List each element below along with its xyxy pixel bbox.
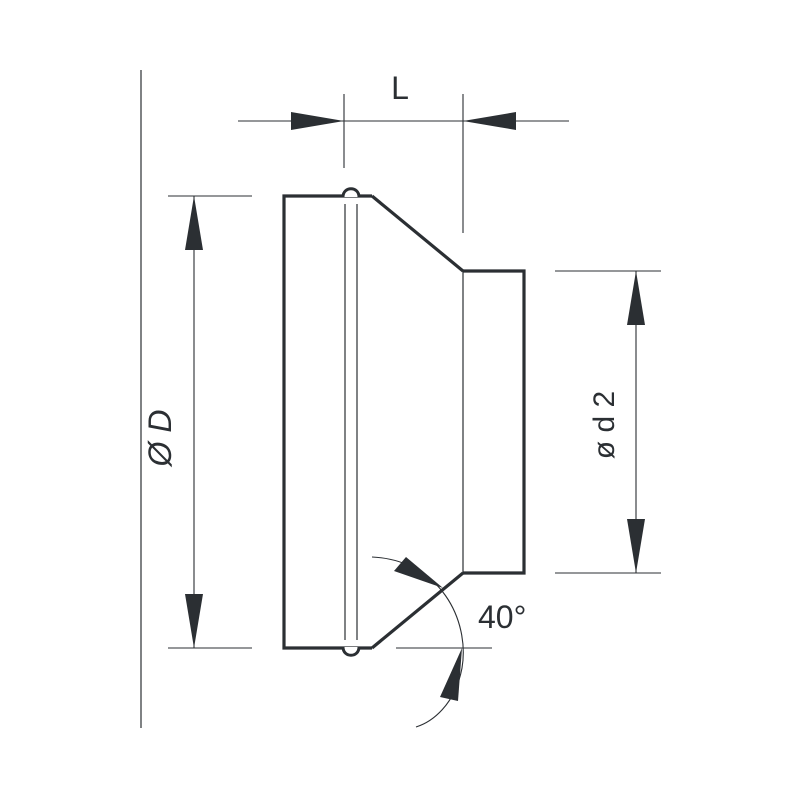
length-dimension: L [238, 70, 569, 233]
length-label: L [391, 70, 409, 106]
cone-top [370, 194, 465, 273]
seam-bead-bottom [341, 646, 361, 657]
inner-arrow-bottom [627, 519, 645, 573]
angle-dimension: 40° [371, 556, 526, 728]
outer-arrow-top [185, 196, 203, 250]
reducer-body [282, 194, 526, 650]
outer-arrow-bottom [185, 594, 203, 648]
length-arrow-left [291, 112, 344, 130]
body-small-end [463, 269, 526, 575]
seam-bead-top [341, 187, 361, 198]
length-arrow-right [463, 112, 516, 130]
inner-diameter-label: ø d 2 [588, 391, 621, 459]
angle-label: 40° [478, 599, 526, 635]
inner-arrow-top [627, 271, 645, 325]
angle-arrow-top [394, 557, 443, 588]
body-large-end [282, 194, 372, 650]
cone-bottom [370, 571, 465, 650]
angle-arrow-bottom [440, 648, 462, 701]
seam-bead [341, 187, 361, 657]
inner-diameter-dimension: ø d 2 [555, 270, 661, 574]
outer-diameter-dimension: Ø D [142, 195, 252, 649]
outer-diameter-label: Ø D [142, 410, 178, 468]
